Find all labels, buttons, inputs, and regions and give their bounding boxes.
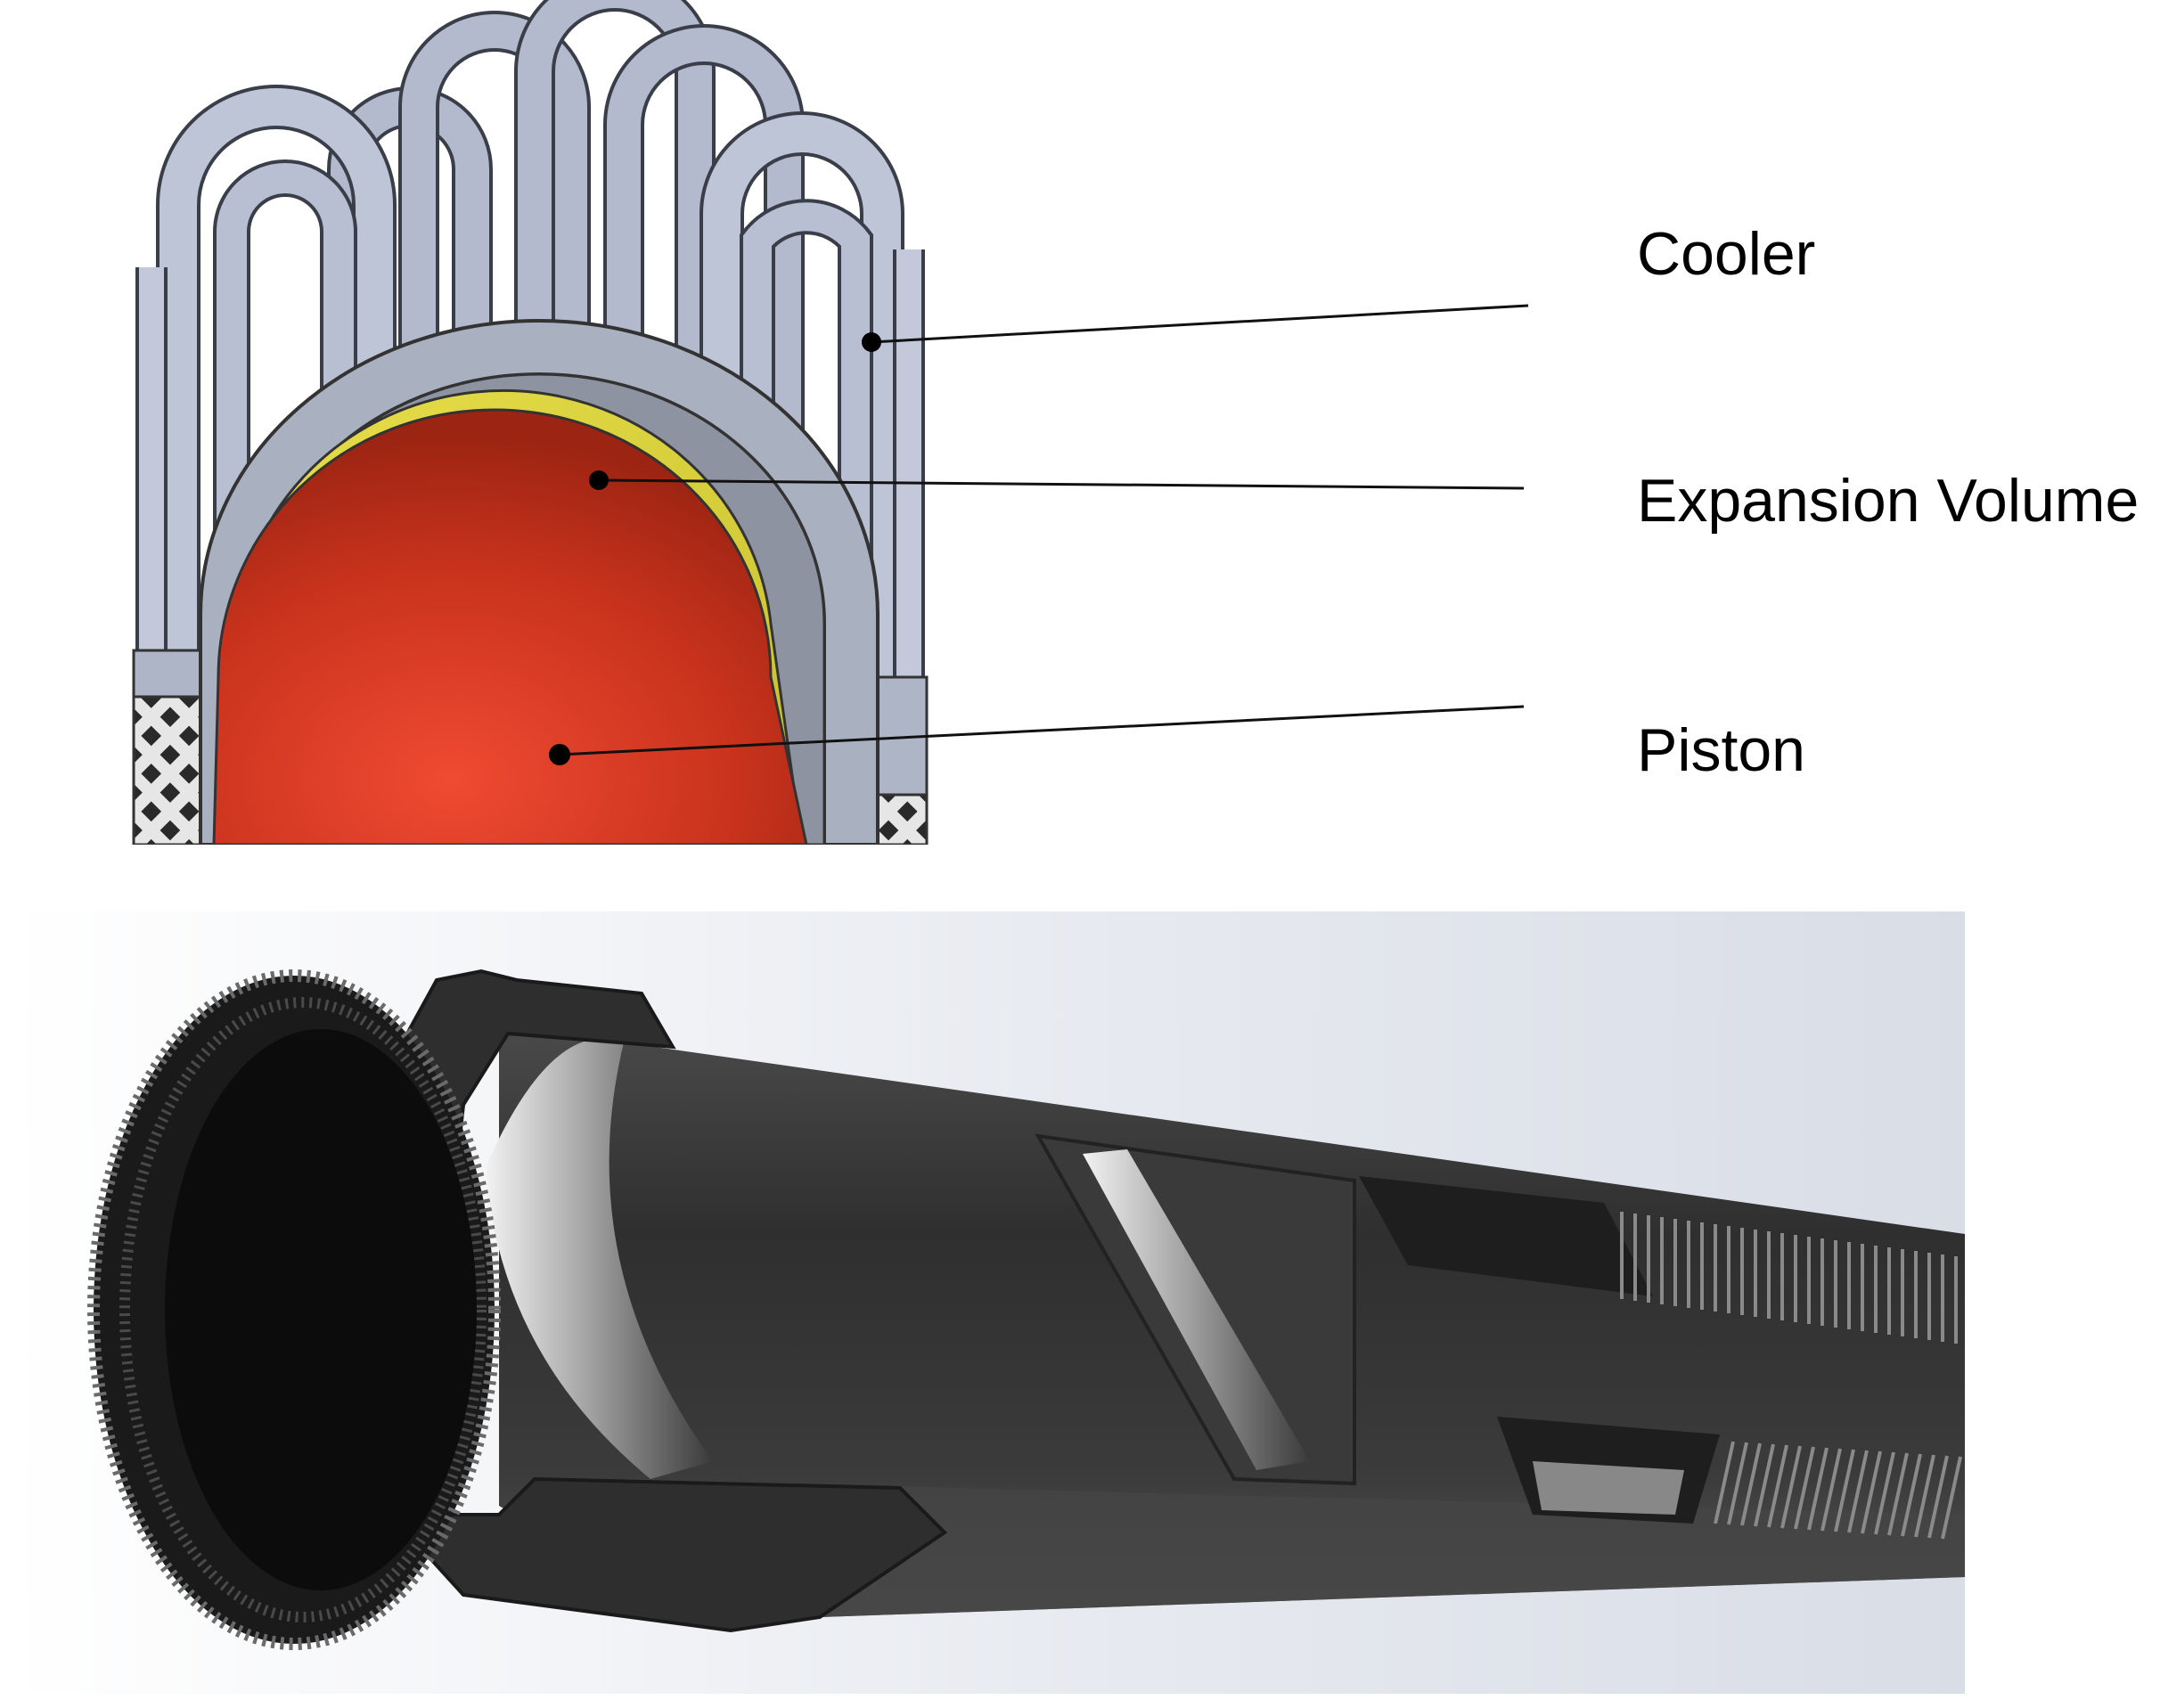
label-piston: Piston	[1637, 716, 1805, 784]
render-window-bore	[1083, 1149, 1310, 1470]
render-end-cap	[165, 1029, 477, 1590]
piston-leader-line	[559, 705, 1525, 756]
callout-leaders	[559, 304, 1529, 756]
expansion-dot	[589, 470, 609, 490]
piston-shape	[212, 408, 808, 845]
cooler-tubes-front	[135, 85, 925, 766]
cooler-3d-render	[9, 911, 1965, 1694]
cooler-dot	[862, 332, 881, 352]
callout-dots	[549, 332, 881, 765]
render-slot-upper	[1359, 1176, 1653, 1296]
render-inner-bore	[486, 1038, 713, 1479]
piston-dot	[549, 744, 570, 765]
render-slot-lower-bore	[1533, 1461, 1684, 1515]
render-head-flange	[336, 968, 948, 1633]
cooler-cross-section	[132, 0, 929, 845]
cooler-leader-line	[871, 304, 1529, 344]
render-fins-lower	[1714, 1441, 1962, 1540]
label-cooler: Cooler	[1637, 220, 1815, 288]
expansion-leader-line	[598, 478, 1525, 490]
label-expansion-volume: Expansion Volume	[1637, 467, 2139, 535]
cooler-tubes-back	[327, 0, 805, 662]
render-end-cap-fins-inner	[119, 997, 487, 1622]
render-fins-upper	[1620, 1212, 1958, 1344]
